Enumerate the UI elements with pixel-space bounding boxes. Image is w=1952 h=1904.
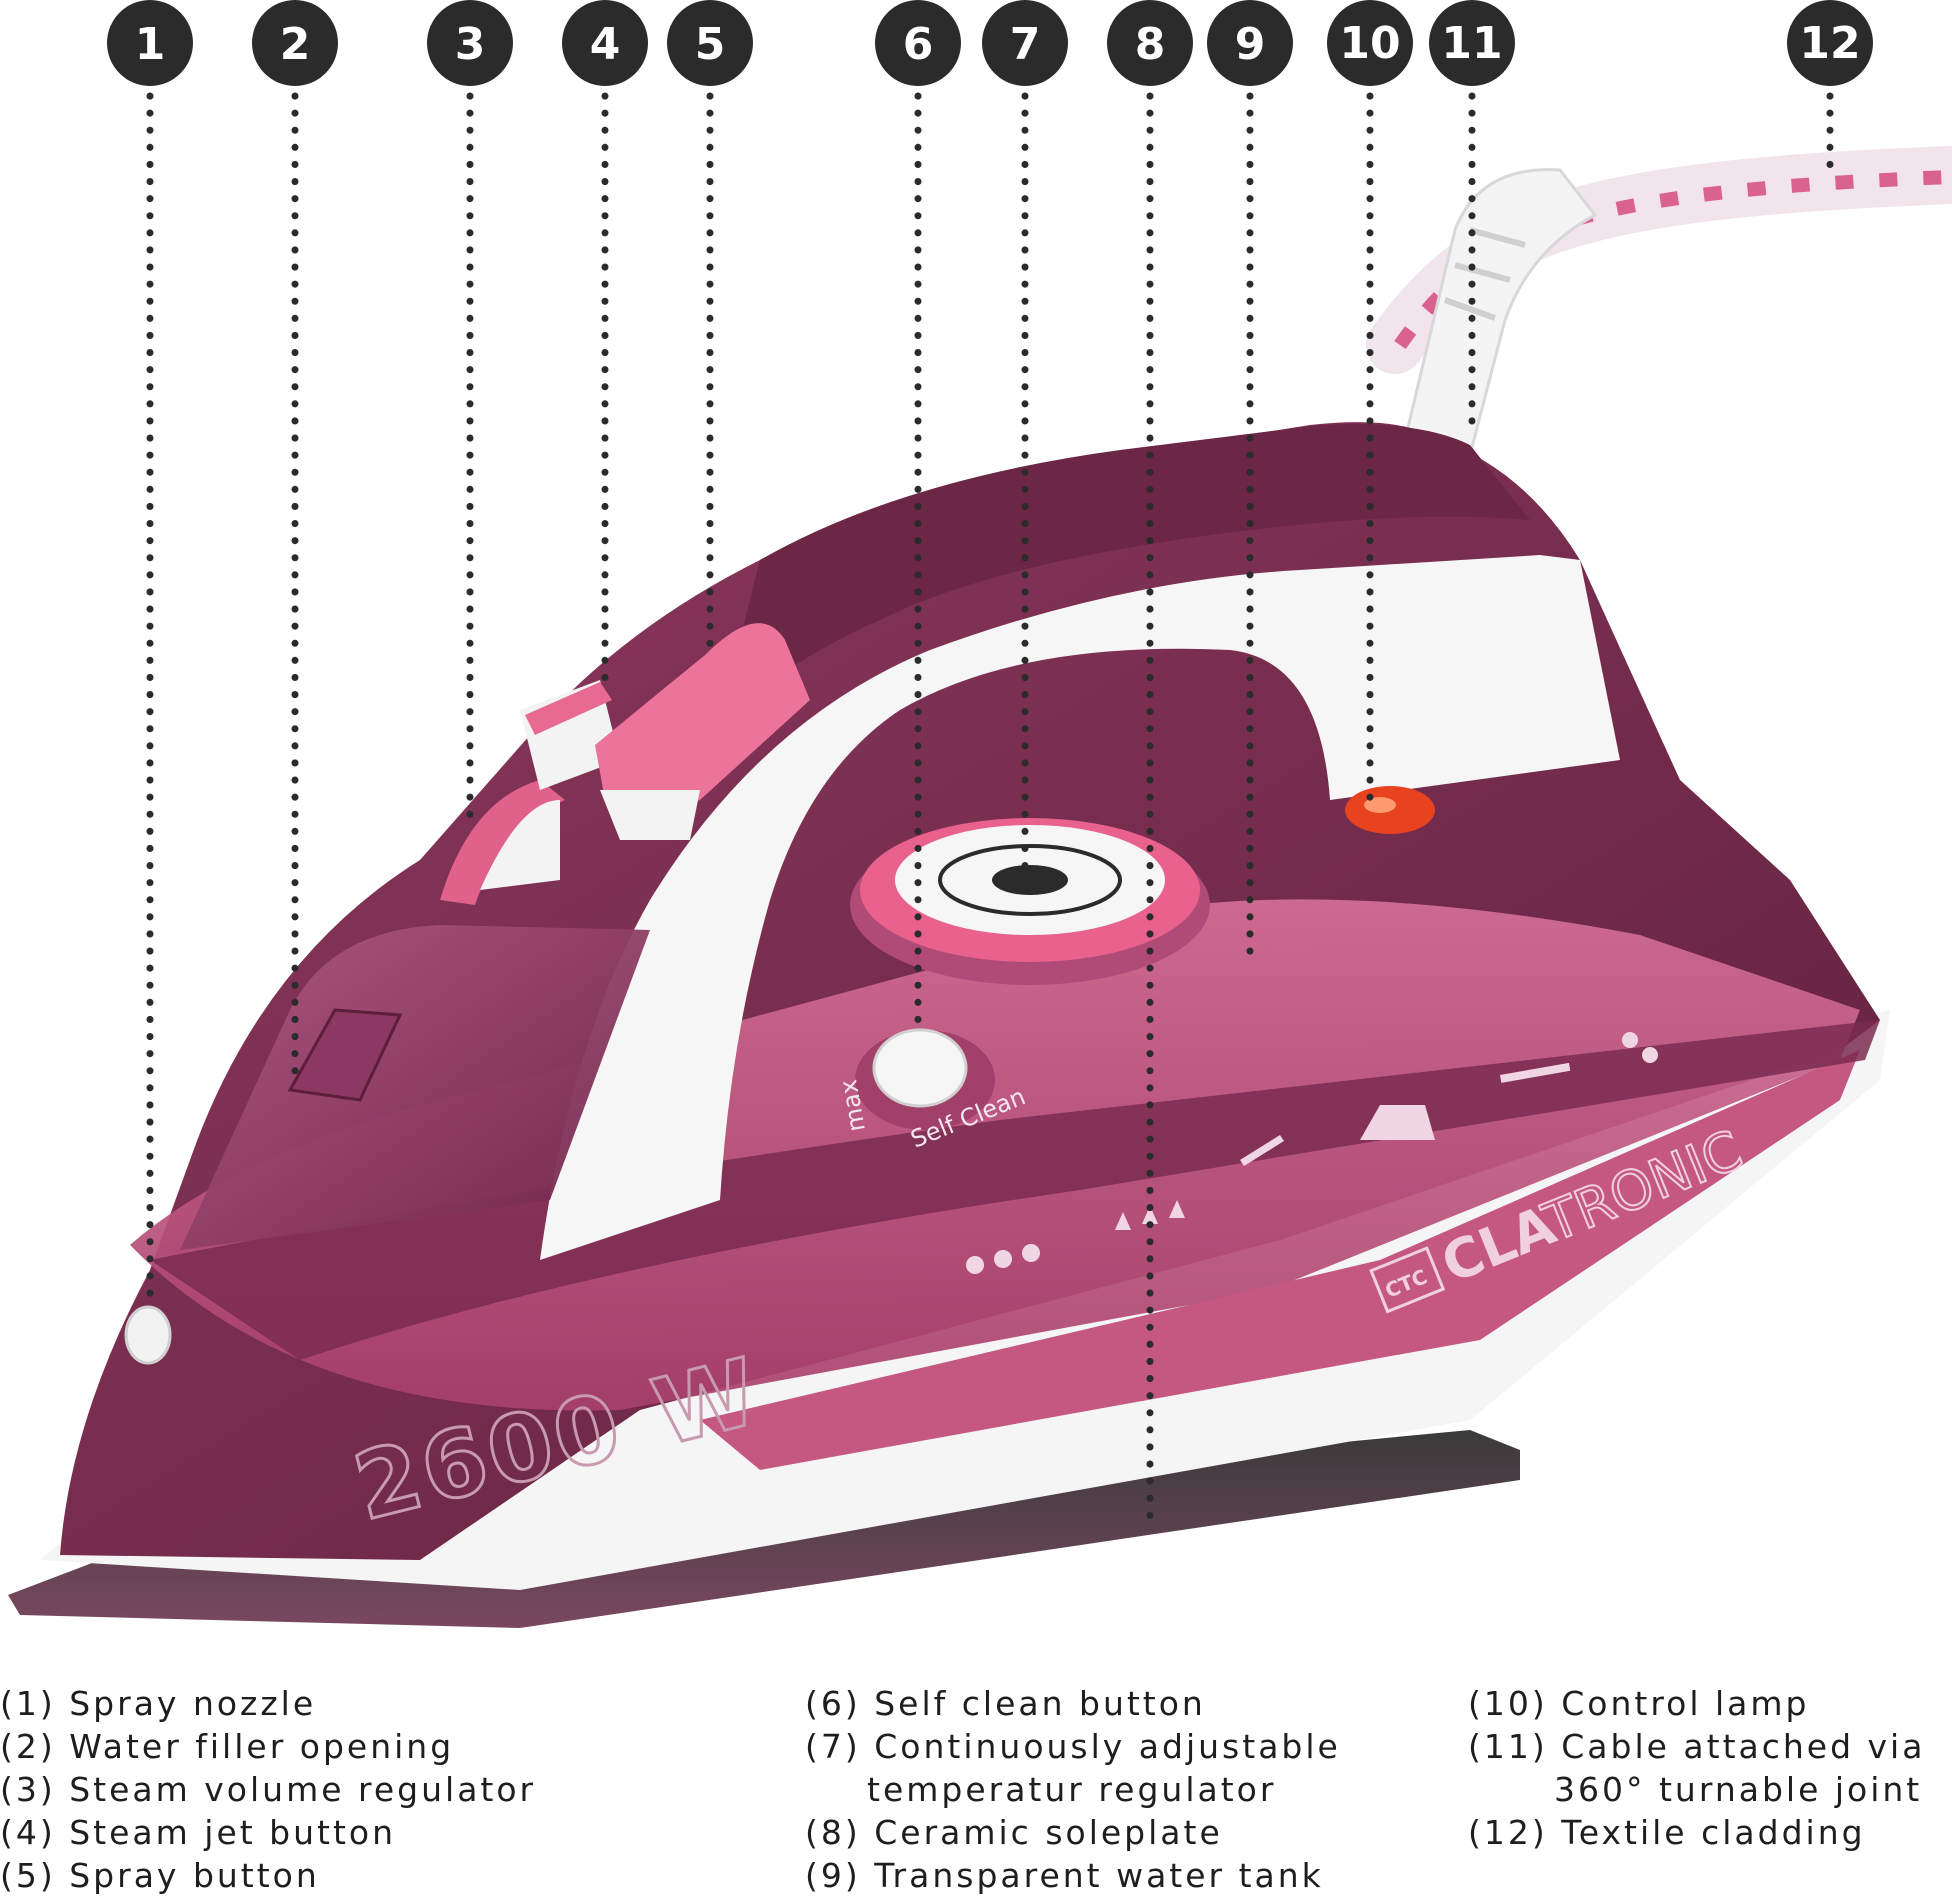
callout-6: 6 [875, 0, 961, 86]
legend-column-1: (1) Spray nozzle (2) Water filler openin… [0, 1682, 536, 1897]
legend-item-9: (9) Transparent water tank [805, 1856, 1324, 1895]
callout-11: 11 [1429, 0, 1515, 86]
legend-column-2: (6) Self clean button (7) Continuously a… [805, 1682, 1341, 1897]
temperature-dial[interactable] [850, 818, 1210, 985]
callout-2: 2 [252, 0, 338, 86]
callout-7: 7 [982, 0, 1068, 86]
spray-button[interactable] [595, 623, 810, 810]
legend-item-7-continued: temperatur regulator [867, 1770, 1277, 1809]
legend-item-8: (8) Ceramic soleplate [805, 1813, 1223, 1852]
callout-9: 9 [1207, 0, 1293, 86]
callout-5: 5 [667, 0, 753, 86]
joint-ribs [1443, 227, 1526, 321]
callout-3: 3 [427, 0, 513, 86]
legend-item-1: (1) Spray nozzle [0, 1684, 317, 1723]
callout-10: 10 [1327, 0, 1413, 86]
callout-4: 4 [562, 0, 648, 86]
svg-text:4: 4 [590, 19, 621, 70]
handle [540, 555, 1620, 1260]
svg-text:9: 9 [1235, 19, 1266, 70]
iron-illustration: Self Clean max 2600 W CTC CLA TRONIC [8, 146, 1952, 1628]
legend-item-6: (6) Self clean button [805, 1684, 1206, 1723]
side-panel [700, 1050, 1860, 1470]
legend-item-11-continued: 360° turnable joint [1554, 1770, 1923, 1809]
legend-item-7: (7) Continuously adjustable [805, 1727, 1341, 1766]
svg-text:1: 1 [135, 19, 166, 70]
water-filler-opening [287, 1008, 403, 1102]
spray-nozzle[interactable] [124, 1305, 172, 1365]
front-window [180, 925, 650, 1250]
setting-icons [966, 1032, 1658, 1274]
legend-item-10: (10) Control lamp [1468, 1684, 1810, 1723]
legend-item-11: (11) Cable attached via [1468, 1727, 1926, 1766]
callout-badges: 1 2 3 4 5 6 7 8 9 10 11 12 [107, 0, 1873, 86]
svg-text:3: 3 [455, 19, 486, 70]
handle-top [720, 424, 1530, 720]
callout-12: 12 [1787, 0, 1873, 86]
callout-8: 8 [1107, 0, 1193, 86]
setting-band [150, 1020, 1880, 1360]
svg-text:11: 11 [1441, 18, 1502, 69]
svg-text:6: 6 [903, 19, 934, 70]
legend-item-12: (12) Textile cladding [1468, 1813, 1866, 1852]
legend-item-3: (3) Steam volume regulator [0, 1770, 537, 1809]
callout-1: 1 [107, 0, 193, 86]
svg-text:8: 8 [1135, 19, 1166, 70]
svg-text:12: 12 [1799, 18, 1860, 69]
legend-column-3: (10) Control lamp (11) Cable attached vi… [1468, 1682, 1925, 1854]
svg-text:5: 5 [695, 19, 726, 70]
svg-text:10: 10 [1339, 18, 1400, 69]
self-clean-button[interactable] [855, 1028, 995, 1130]
legend-item-4: (4) Steam jet button [0, 1813, 397, 1852]
svg-text:2: 2 [280, 19, 311, 70]
legend-item-5: (5) Spray button [0, 1856, 320, 1895]
callout-lines [146, 92, 1834, 1529]
legend-item-2: (2) Water filler opening [0, 1727, 455, 1766]
svg-text:7: 7 [1010, 19, 1041, 70]
